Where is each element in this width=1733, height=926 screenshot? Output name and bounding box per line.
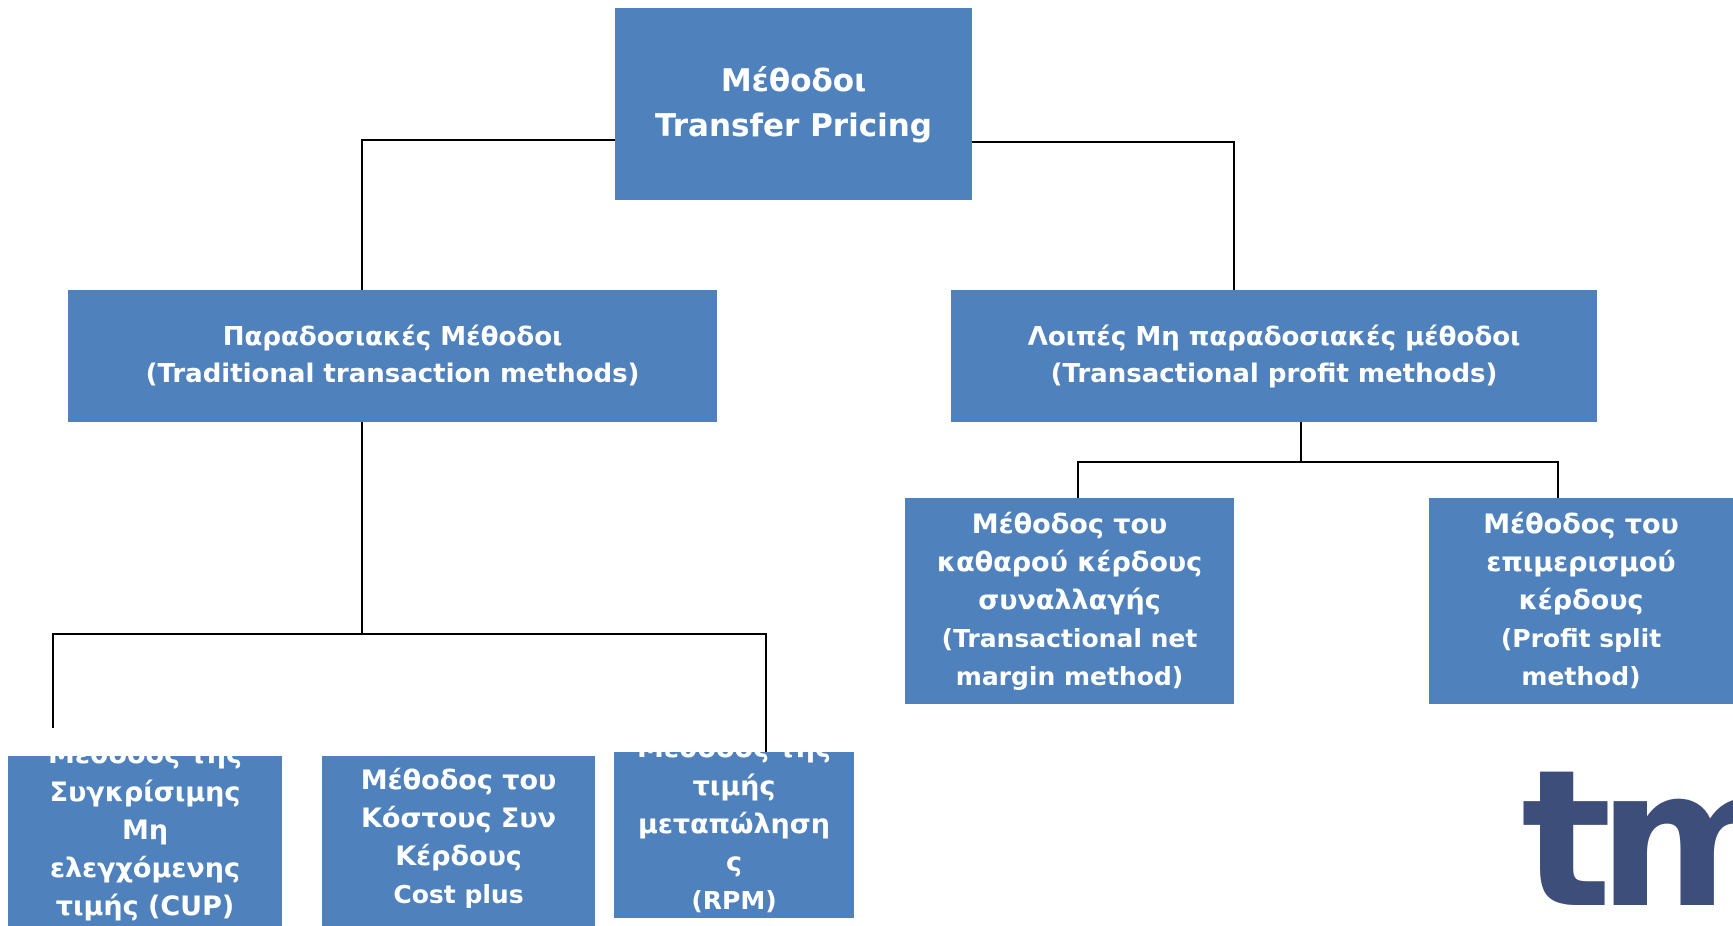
profit-split-line: method) [1521, 662, 1641, 691]
cost-plus-line: Cost plus [393, 880, 524, 909]
profit-split-line: (Profit split [1500, 624, 1662, 653]
root-title: Μέθοδοι [720, 63, 867, 99]
traditional-title: Παραδοσιακές Μέθοδοι [222, 322, 563, 352]
rpm-line: (RPM) [691, 886, 777, 915]
cost-plus-line: Κέρδους [395, 841, 522, 872]
cup-line: ελεγχόμενης [49, 853, 240, 884]
root-method-box: Μέθοδοι Transfer Pricing [615, 8, 972, 200]
rpm-line: μεταπώληση [637, 809, 831, 840]
connector-root-traditional [361, 139, 615, 290]
tnmm-line: καθαρού κέρδους [936, 547, 1203, 578]
profit-split-box: Μέθοδος του επιμερισμού κέρδους (Profit … [1429, 498, 1733, 704]
rpm-line: τιμής [692, 771, 776, 802]
tnmm-box: Μέθοδος του καθαρού κέρδους συναλλαγής (… [905, 498, 1234, 704]
traditional-methods-box: Παραδοσιακές Μέθοδοι (Traditional transa… [68, 290, 717, 422]
cup-line: Μέθοδος της [48, 756, 242, 774]
tm-logo: tm [1521, 765, 1733, 918]
rpm-line: ς [725, 847, 742, 878]
tnmm-line: margin method) [955, 662, 1184, 691]
tnmm-line: συναλλαγής [978, 585, 1161, 616]
rpm-box: Μέθοδος της τιμής μεταπώληση ς (RPM) [614, 752, 854, 918]
non-traditional-title: Λοιπές Μη παραδοσιακές μέθοδοι [1027, 322, 1521, 352]
connector-bottom-bar [52, 633, 767, 752]
tnmm-line: (Transactional net [941, 624, 1198, 653]
cost-plus-line: Κόστους Συν [361, 803, 556, 834]
cost-plus-box: Μέθοδος του Κόστους Συν Κέρδους Cost plu… [322, 756, 595, 926]
tnmm-line: Μέθοδος του [971, 509, 1168, 540]
profit-split-line: Μέθοδος του [1483, 509, 1679, 540]
rpm-line: Μέθοδος της [637, 752, 831, 768]
cup-line: Μη [121, 815, 169, 846]
traditional-subtitle: (Traditional transaction methods) [145, 359, 640, 389]
cup-box: Μέθοδος της Συγκρίσιμης Μη ελεγχόμενης τ… [8, 756, 282, 926]
cup-line: Συγκρίσιμης [49, 777, 241, 808]
root-subtitle: Transfer Pricing [655, 108, 932, 144]
connector-root-nontraditional [972, 141, 1235, 290]
non-traditional-subtitle: (Transactional profit methods) [1050, 359, 1498, 389]
profit-split-line: επιμερισμού [1486, 547, 1676, 578]
profit-split-line: κέρδους [1518, 585, 1644, 616]
non-traditional-methods-box: Λοιπές Μη παραδοσιακές μέθοδοι (Transact… [951, 290, 1597, 422]
cup-line: τιμής (CUP) [55, 891, 235, 922]
cost-plus-line: Μέθοδος του [360, 765, 557, 796]
